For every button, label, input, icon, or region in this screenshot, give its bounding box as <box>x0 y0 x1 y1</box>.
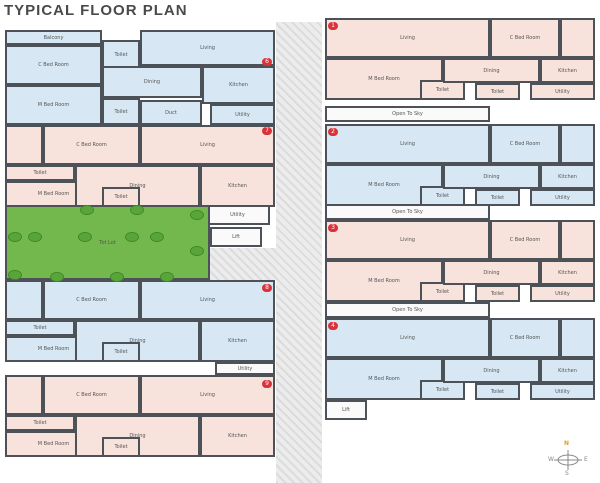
tree-icon <box>190 246 204 256</box>
room-c-bed: C Bed Room <box>490 318 560 358</box>
room-m-bed: M Bed Room <box>5 85 102 125</box>
tree-icon <box>150 232 164 242</box>
room-toilet: Toilet <box>102 437 140 457</box>
compass-east: E <box>584 456 588 463</box>
room-kitchen: Kitchen <box>200 415 275 457</box>
room-utility: Utility <box>530 285 595 302</box>
room-kitchen: Kitchen <box>540 260 595 285</box>
room-duct: Duct <box>140 100 202 125</box>
room-c-bed: C Bed Room <box>490 220 560 260</box>
tree-icon <box>8 232 22 242</box>
tree-icon <box>50 272 64 282</box>
unit-number-badge: 1 <box>328 22 338 30</box>
room-kitchen: Kitchen <box>540 164 595 189</box>
room-open-to_sky: Open To Sky <box>325 204 490 220</box>
room-balcony: Balcony <box>5 30 102 45</box>
compass-west: W <box>548 456 554 463</box>
unit-number-badge: 9 <box>262 380 272 388</box>
room-toilet: Toilet <box>420 380 465 400</box>
room-living: Living <box>140 30 275 66</box>
room-c-bed: C Bed Room <box>5 45 102 85</box>
room-wardrobe <box>5 125 43 165</box>
room-utility: Utility <box>530 83 595 100</box>
tree-icon <box>80 205 94 215</box>
unit-number-badge: 3 <box>328 224 338 232</box>
room-wardrobe <box>5 280 43 320</box>
unit-number-badge: 4 <box>328 322 338 330</box>
room-kitchen: Kitchen <box>540 358 595 383</box>
room-living: Living <box>325 18 490 58</box>
compass-south: S <box>565 470 569 477</box>
room-kitchen: Kitchen <box>200 165 275 207</box>
room-m-bed: M Bed Room <box>325 358 443 400</box>
room-dining: Dining <box>443 164 540 189</box>
room-kitchen: Kitchen <box>200 320 275 362</box>
room-toilet: Toilet <box>102 187 140 207</box>
room-toilet: Toilet <box>5 415 75 431</box>
compass-icon: N W E S <box>548 440 588 480</box>
room-toilet: Toilet <box>420 282 465 302</box>
tree-icon <box>130 205 144 215</box>
room-lift: Lift <box>210 227 262 247</box>
room-c-bed: C Bed Room <box>490 18 560 58</box>
room-wardrobe <box>560 318 595 358</box>
room-utility: Utility <box>205 205 270 225</box>
room-toilet: Toilet <box>475 83 520 100</box>
room-living: Living <box>325 124 490 164</box>
tree-icon <box>28 232 42 242</box>
unit-number-badge: 7 <box>262 127 272 135</box>
page-title: TYPICAL FLOOR PLAN <box>4 2 188 19</box>
room-toilet: Toilet <box>5 165 75 181</box>
corridor <box>276 22 322 483</box>
room-c-bed: C Bed Room <box>490 124 560 164</box>
room-dining: Dining <box>443 58 540 83</box>
room-living: Living <box>325 318 490 358</box>
room-utility: Utility <box>215 362 275 375</box>
room-m-bed: M Bed Room <box>325 58 443 100</box>
room-kitchen: Kitchen <box>540 58 595 83</box>
room-tot-lot: Tot Lot <box>5 205 210 280</box>
room-living: Living <box>140 125 275 165</box>
room-utility: Utility <box>210 104 275 125</box>
tree-icon <box>160 272 174 282</box>
room-living: Living <box>325 220 490 260</box>
tree-icon <box>78 232 92 242</box>
room-lift: Lift <box>325 400 367 420</box>
room-dining: Dining <box>102 66 202 98</box>
unit-number-badge: 2 <box>328 128 338 136</box>
room-c-bed: C Bed Room <box>43 280 140 320</box>
room-utility: Utility <box>530 189 595 206</box>
tree-icon <box>190 210 204 220</box>
unit-number-badge: 6 <box>262 58 272 66</box>
room-toilet: Toilet <box>475 285 520 302</box>
room-living: Living <box>140 375 275 415</box>
room-wardrobe <box>560 220 595 260</box>
room-living: Living <box>140 280 275 320</box>
compass-rose <box>554 450 582 470</box>
room-dining: Dining <box>443 260 540 285</box>
unit-number-badge: 8 <box>262 284 272 292</box>
room-c-bed: C Bed Room <box>43 375 140 415</box>
room-open-to_sky: Open To Sky <box>325 106 490 122</box>
room-wardrobe <box>5 375 43 415</box>
room-toilet: Toilet <box>475 383 520 400</box>
room-utility: Utility <box>530 383 595 400</box>
room-toilet: Toilet <box>5 320 75 336</box>
room-toilet: Toilet <box>102 98 140 125</box>
room-toilet: Toilet <box>420 80 465 100</box>
tree-icon <box>125 232 139 242</box>
room-kitchen: Kitchen <box>202 66 275 104</box>
tree-icon <box>8 270 22 280</box>
room-c-bed: C Bed Room <box>43 125 140 165</box>
room-toilet: Toilet <box>420 186 465 206</box>
compass-north: N <box>564 440 570 447</box>
room-wardrobe <box>560 18 595 58</box>
room-dining: Dining <box>443 358 540 383</box>
room-toilet: Toilet <box>475 189 520 206</box>
room-wardrobe <box>560 124 595 164</box>
tree-icon <box>110 272 124 282</box>
room-toilet: Toilet <box>102 342 140 362</box>
room-open-to_sky: Open To Sky <box>325 302 490 318</box>
